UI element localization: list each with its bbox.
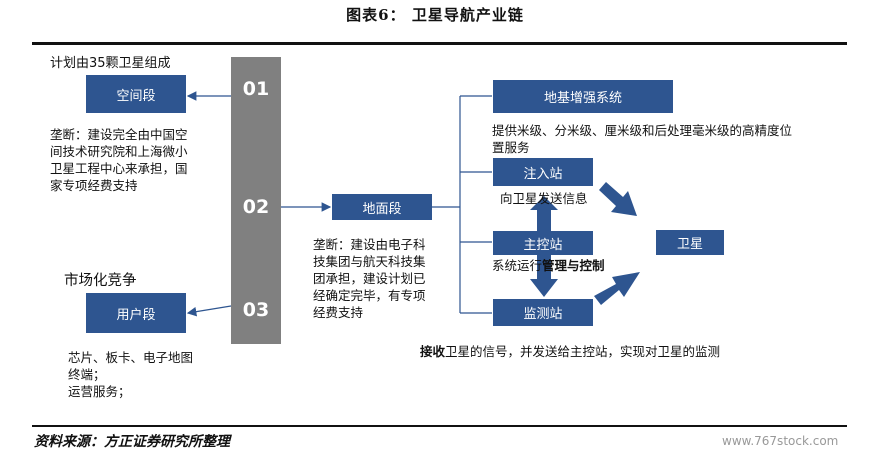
arrow-to-user: [186, 305, 232, 317]
figure-title: 图表6： 卫星导航产业链: [346, 6, 524, 24]
master-station-box: 主控站: [493, 231, 593, 255]
arrow-monitor-to-satellite: [594, 272, 640, 305]
space-segment-label: 空间段: [116, 88, 156, 104]
source-note: 资料来源：方正证券研究所整理: [34, 434, 230, 450]
master-station-label: 主控站: [523, 237, 563, 253]
arrow-master-to-monitor: [530, 255, 558, 297]
satellite-box: 卫星: [656, 230, 724, 255]
user-heading: 市场化竞争: [64, 273, 137, 289]
arrow-master-to-injection: [530, 196, 558, 231]
ground-segment-label: 地面段: [362, 201, 402, 217]
space-desc-line: 间技术研究院和上海微小: [50, 144, 188, 159]
ground-description: 垄断：建设由电子科 技集团与航天科技集 团承担，建设计划已 经确定完毕，有专项 …: [313, 236, 426, 321]
augmentation-label: 地基增强系统: [543, 91, 622, 106]
ground-desc-line: 经费支持: [313, 305, 364, 320]
satellite-label: 卫星: [676, 237, 703, 252]
injection-station-label: 注入站: [523, 166, 563, 182]
user-desc-line: 终端；: [68, 367, 106, 382]
user-description: 芯片、板卡、电子地图 终端； 运营服务；: [68, 349, 193, 400]
user-desc-line: 芯片、板卡、电子地图: [68, 350, 194, 365]
space-heading: 计划由35颗卫星组成: [50, 56, 171, 71]
user-desc-line: 运营服务；: [68, 384, 131, 399]
space-description: 垄断：建设完全由中国空 间技术研究院和上海微小 卫星工程中心来承担，国 家专项经…: [50, 126, 188, 194]
injection-description: 向卫星发送信息: [500, 191, 588, 206]
segment-bar: [231, 57, 281, 344]
augmentation-box: 地基增强系统: [493, 80, 673, 113]
bottom-rule: [32, 425, 847, 427]
master-desc-plain: 系统运行: [492, 258, 543, 273]
master-desc-bold: 管理与控制: [542, 258, 605, 273]
monitor-station-box: 监测站: [493, 299, 593, 326]
ground-segment-box: 地面段: [332, 194, 432, 220]
ground-desc-line: 垄断：建设由电子科: [313, 237, 426, 252]
watermark: www.767stock.com: [722, 434, 839, 448]
monitor-desc-bold: 接收: [420, 344, 446, 359]
ground-desc-line: 经确定完毕，有专项: [313, 288, 426, 303]
bar-number-01: 01: [242, 78, 270, 100]
monitor-station-label: 监测站: [523, 307, 563, 322]
ground-desc-line: 团承担，建设计划已: [313, 271, 426, 286]
space-desc-line: 垄断：建设完全由中国空: [50, 127, 188, 142]
space-desc-line: 家专项经费支持: [50, 178, 138, 193]
space-segment-box: 空间段: [86, 75, 186, 113]
bar-number-02: 02: [242, 196, 270, 218]
augmentation-desc-line: 提供米级、分米级、厘米级和后处理毫米级的高精度位: [492, 123, 793, 138]
ground-desc-line: 技集团与航天科技集: [313, 254, 426, 269]
monitor-description: 接收卫星的信号，并发送给主控站，实现对卫星的监测: [420, 343, 720, 360]
augmentation-desc-line: 置服务: [492, 140, 530, 155]
arrow-injection-to-satellite: [599, 182, 637, 216]
monitor-desc-plain: 卫星的信号，并发送给主控站，实现对卫星的监测: [445, 344, 721, 359]
top-rule: [32, 42, 847, 45]
master-description: 系统运行管理与控制: [492, 257, 605, 274]
bar-number-03: 03: [242, 299, 270, 321]
user-segment-box: 用户段: [86, 293, 186, 333]
injection-station-box: 注入站: [493, 158, 593, 186]
user-segment-label: 用户段: [116, 307, 156, 323]
augmentation-description: 提供米级、分米级、厘米级和后处理毫米级的高精度位 置服务: [492, 122, 792, 156]
space-desc-line: 卫星工程中心来承担，国: [50, 161, 188, 176]
